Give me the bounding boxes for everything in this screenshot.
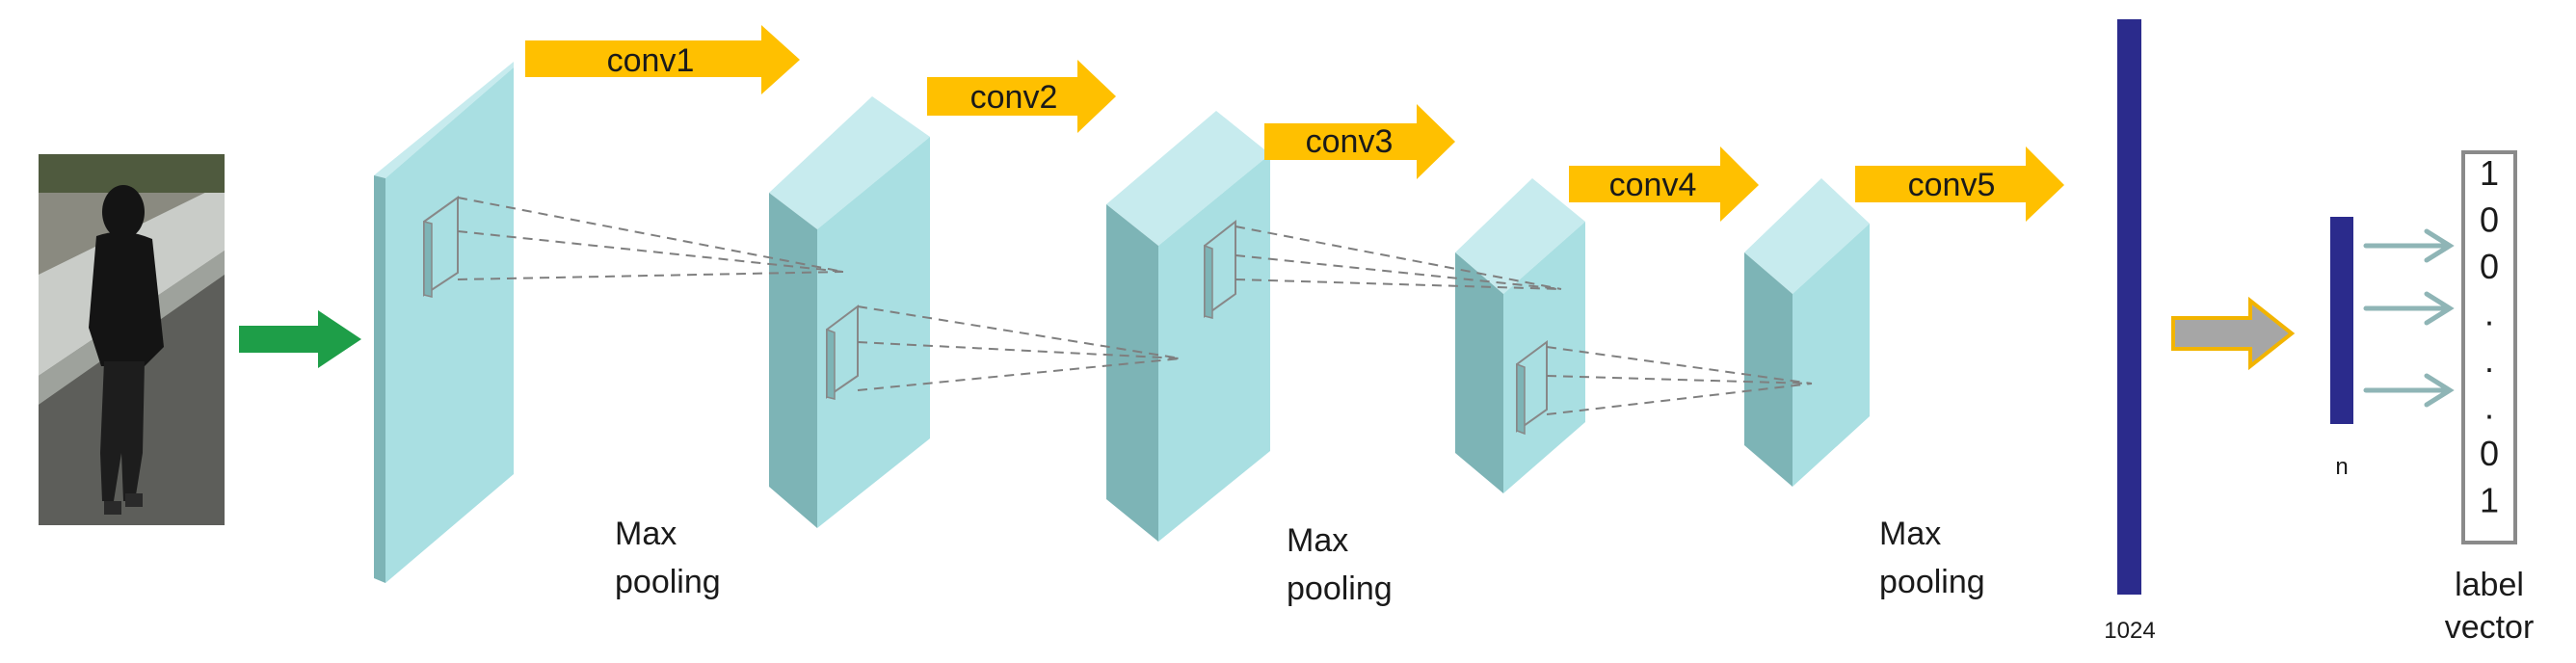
conv-label-4: conv4: [1609, 167, 1697, 203]
conv-label-1: conv1: [607, 42, 695, 79]
conv-arrow-4: conv4: [1569, 146, 1759, 222]
conv-label-3: conv3: [1306, 123, 1394, 160]
svg-text:Max: Max: [1879, 516, 1941, 552]
receptive-field-lines: [457, 197, 1813, 415]
label-vector-box: [2461, 150, 2517, 544]
fc-layer-1024: [2117, 19, 2141, 595]
input-arrow: [239, 310, 361, 368]
pooling-label-1: Max pooling: [615, 516, 721, 600]
input-image: [39, 154, 225, 525]
conv-label-5: conv5: [1908, 167, 1996, 203]
conv-arrow-5: conv5: [1855, 146, 2064, 222]
pooling-label-2: Max pooling: [1287, 522, 1393, 607]
conv-block-1: [374, 62, 514, 583]
conv-arrow-2: conv2: [927, 60, 1116, 133]
conv-block-3: [1106, 111, 1270, 542]
svg-text:Max: Max: [1287, 522, 1348, 559]
conv-block-4: [1455, 178, 1585, 493]
label-vector-entry: .: [2484, 294, 2494, 333]
pooling-label-3: Max pooling: [1879, 516, 1985, 600]
label-vector-entry: 1: [2480, 481, 2499, 520]
fc-size-label: 1024: [2104, 618, 2155, 644]
svg-text:Max: Max: [615, 516, 677, 552]
label-vector-entry: 1: [2480, 153, 2499, 193]
conv-arrow-1: conv1: [525, 25, 800, 94]
label-vector-entry: .: [2484, 340, 2494, 380]
label-vector-entry: 0: [2480, 434, 2499, 473]
label-vector-entry: .: [2484, 387, 2494, 427]
conv-arrow-3: conv3: [1264, 104, 1455, 179]
output-layer-n: [2330, 217, 2353, 424]
output-size-label: n: [2335, 454, 2348, 480]
arrow-right-icon: [2363, 228, 2455, 408]
label-vector-entry: 0: [2480, 200, 2499, 240]
label-vector-values: 1 0 0... 0 1: [2480, 153, 2499, 520]
conv-label-2: conv2: [970, 79, 1058, 116]
svg-text:pooling: pooling: [615, 564, 721, 600]
svg-text:pooling: pooling: [1287, 570, 1393, 607]
label-vector-entry: 0: [2480, 247, 2499, 286]
conv-block-5: [1744, 178, 1870, 487]
fc-arrow: [2171, 296, 2296, 371]
svg-text:pooling: pooling: [1879, 564, 1985, 600]
label-vector-caption-line1: label: [2455, 567, 2524, 603]
label-vector-caption-line2: vector: [2445, 609, 2535, 646]
conv-block-2: [769, 96, 930, 528]
